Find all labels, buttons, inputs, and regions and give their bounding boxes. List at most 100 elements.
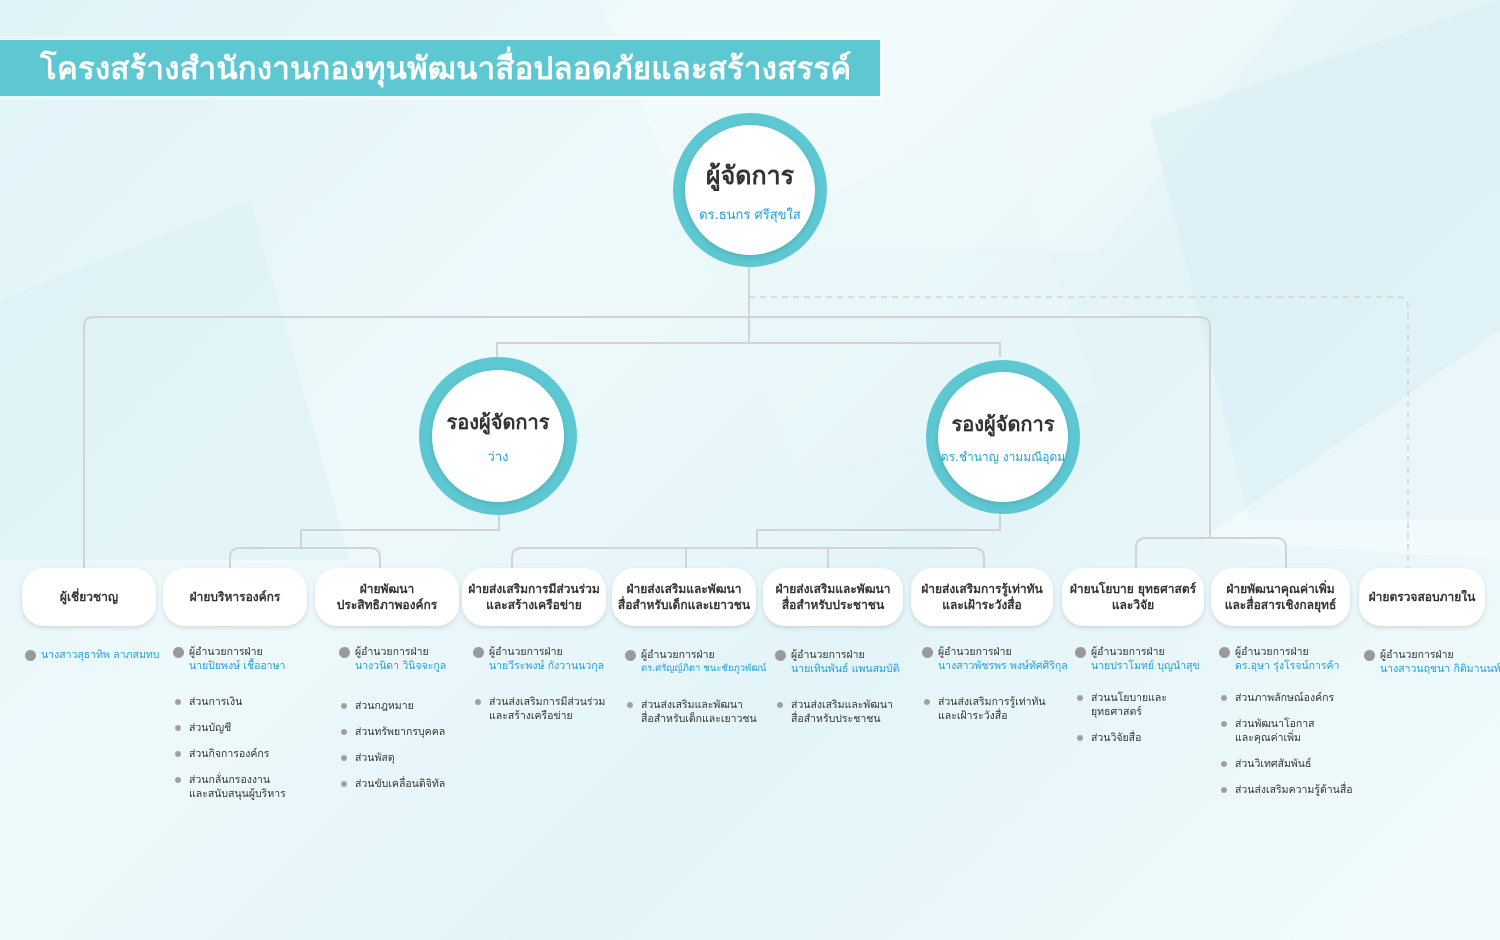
dept-box-public-media: ฝ่ายส่งเสริมและพัฒนา สื่อสำหรับประชาชน <box>763 568 903 626</box>
dept-details-participation: ผู้อำนวยการฝ่าย นายวีระพงษ์ กังวานนวกุล … <box>473 645 605 723</box>
bullet-icon <box>924 699 930 705</box>
dept-box-participation: ฝ่ายส่งเสริมการมีส่วนร่วม และสร้างเครือข… <box>462 568 606 626</box>
dept-details-admin: ผู้อำนวยการฝ่าย นายปิยพงษ์ เชื้ออาษา ส่ว… <box>173 645 286 801</box>
bullet-icon <box>339 647 350 658</box>
bullet-icon <box>1364 650 1375 661</box>
bullet-icon <box>1075 647 1086 658</box>
deputy-node: รองผู้จัดการ ดร.ชำนาญ งามมณีอุดม <box>926 360 1080 514</box>
dept-details-literacy: ผู้อำนวยการฝ่าย นางสาวพัชรพร พงษ์ทัศศิริ… <box>922 645 1068 723</box>
director-label: ผู้อำนวยการฝ่าย <box>641 649 715 661</box>
unit-item: ส่วนภาพลักษณ์องค์กร <box>1219 691 1353 705</box>
director-row: ผู้อำนวยการฝ่าย ดร.อุษา รุ่งโรจน์การค้า <box>1219 645 1353 673</box>
deputy-node: รองผู้จัดการ ว่าง <box>419 357 577 515</box>
director-label: ผู้อำนวยการฝ่าย <box>791 649 865 661</box>
unit-item: ส่วนทรัพยากรบุคคล <box>339 725 446 739</box>
unit-item: ส่วนนโยบายและ ยุทธศาสตร์ <box>1075 691 1200 719</box>
dept-details-value: ผู้อำนวยการฝ่าย ดร.อุษา รุ่งโรจน์การค้า … <box>1219 645 1353 797</box>
unit-item: ส่วนวิจัยสื่อ <box>1075 731 1200 745</box>
director-name: นางวนิดา วินิจจะกูล <box>355 660 447 672</box>
dept-details-audit: ผู้อำนวยการฝ่าย นางสาวนฤชนา กิติมานนท์ <box>1364 648 1500 676</box>
bullet-icon <box>777 702 783 708</box>
unit-item: ส่วนส่งเสริมและพัฒนา สื่อสำหรับเด็กและเย… <box>625 698 766 726</box>
bullet-icon <box>625 650 636 661</box>
dept-box-admin: ฝ่ายบริหารองค์กร <box>163 568 307 626</box>
page-title: โครงสร้างสำนักงานกองทุนพัฒนาสื่อปลอดภัยแ… <box>40 51 852 87</box>
director-row: ผู้อำนวยการฝ่าย ดร.ศรัญญ์ภิตา ชนะชัยภูวพ… <box>625 648 766 676</box>
dept-box-value: ฝ่ายพัฒนาคุณค่าเพิ่ม และสื่อสารเชิงกลยุท… <box>1211 568 1350 626</box>
bullet-icon <box>175 751 181 757</box>
bullet-icon <box>1221 695 1227 701</box>
dept-box-efficiency: ฝ่ายพัฒนา ประสิทธิภาพองค์กร <box>315 568 459 626</box>
director-row: ผู้อำนวยการฝ่าย นายปราโมทย์ บุญนำสุข <box>1075 645 1200 673</box>
unit-item: ส่วนส่งเสริมความรู้ด้านสื่อ <box>1219 783 1353 797</box>
dept-details-policy: ผู้อำนวยการฝ่าย นายปราโมทย์ บุญนำสุข ส่ว… <box>1075 645 1200 745</box>
bullet-icon <box>475 699 481 705</box>
unit-item: ส่วนส่งเสริมการรู้เท่าทัน และเฝ้าระวังสื… <box>922 695 1068 723</box>
director-row: นางสาวสุธาทิพ ลาภสมทบ <box>25 648 159 662</box>
bullet-icon <box>775 650 786 661</box>
title-bar: โครงสร้างสำนักงานกองทุนพัฒนาสื่อปลอดภัยแ… <box>0 40 880 96</box>
bullet-icon <box>922 647 933 658</box>
director-label: ผู้อำนวยการฝ่าย <box>938 646 1012 658</box>
unit-item: ส่วนกลั่นกรองงาน และสนับสนุนผู้บริหาร <box>173 773 286 801</box>
bullet-icon <box>175 699 181 705</box>
director-name: นางสาวนฤชนา กิติมานนท์ <box>1380 663 1500 675</box>
deputy-role: รองผู้จัดการ <box>446 409 550 434</box>
bullet-icon <box>341 703 347 709</box>
dept-box-youth-media: ฝ่ายส่งเสริมและพัฒนา สื่อสำหรับเด็กและเย… <box>612 568 756 626</box>
bullet-icon <box>175 725 181 731</box>
bullet-icon <box>473 647 484 658</box>
dept-box-expert: ผู้เชี่ยวชาญ <box>22 568 156 626</box>
bullet-icon <box>341 755 347 761</box>
manager-node: ผู้จัดการ ดร.ธนกร ศรีสุขใส <box>673 113 827 267</box>
bullet-icon <box>341 781 347 787</box>
unit-item: ส่วนส่งเสริมการมีส่วนร่วม และสร้างเครือข… <box>473 695 605 723</box>
director-name: นายปราโมทย์ บุญนำสุข <box>1091 660 1200 672</box>
dept-details-public-media: ผู้อำนวยการฝ่าย นายเทินพันธ์ แพนสมบัติ ส… <box>775 648 899 726</box>
dept-box-policy: ฝ่ายนโยบาย ยุทธศาสตร์ และวิจัย <box>1062 568 1204 626</box>
bullet-icon <box>627 702 633 708</box>
director-name: นายปิยพงษ์ เชื้ออาษา <box>189 660 286 672</box>
bullet-icon <box>1221 761 1227 767</box>
director-row: ผู้อำนวยการฝ่าย นางวนิดา วินิจจะกูล <box>339 645 446 673</box>
director-row: ผู้อำนวยการฝ่าย นายปิยพงษ์ เชื้ออาษา <box>173 645 286 673</box>
dept-box-audit: ฝ่ายตรวจสอบภายใน <box>1359 568 1485 626</box>
director-row: ผู้อำนวยการฝ่าย นายเทินพันธ์ แพนสมบัติ <box>775 648 899 676</box>
dept-details-youth-media: ผู้อำนวยการฝ่าย ดร.ศรัญญ์ภิตา ชนะชัยภูวพ… <box>625 648 766 726</box>
bullet-icon <box>1221 721 1227 727</box>
unit-item: ส่วนกฎหมาย <box>339 699 446 713</box>
bullet-icon <box>341 729 347 735</box>
bullet-icon <box>1077 735 1083 741</box>
bullet-icon <box>25 650 36 661</box>
director-label: ผู้อำนวยการฝ่าย <box>189 646 263 658</box>
manager-name: ดร.ธนกร ศรีสุขใส <box>699 207 801 223</box>
director-name: นางสาวพัชรพร พงษ์ทัศศิริกุล <box>938 660 1068 672</box>
unit-item: ส่วนส่งเสริมและพัฒนา สื่อสำหรับประชาชน <box>775 698 899 726</box>
director-label: ผู้อำนวยการฝ่าย <box>1380 649 1454 661</box>
unit-item: ส่วนพัฒนาโอกาส และคุณค่าเพิ่ม <box>1219 717 1353 745</box>
director-name: นายวีระพงษ์ กังวานนวกุล <box>489 660 605 672</box>
deputy-name: ว่าง <box>487 449 509 465</box>
dept-details-efficiency: ผู้อำนวยการฝ่าย นางวนิดา วินิจจะกูล ส่วน… <box>339 645 446 791</box>
director-row: ผู้อำนวยการฝ่าย นางสาวพัชรพร พงษ์ทัศศิริ… <box>922 645 1068 673</box>
director-row: ผู้อำนวยการฝ่าย นางสาวนฤชนา กิติมานนท์ <box>1364 648 1500 676</box>
director-name: ดร.ศรัญญ์ภิตา ชนะชัยภูวพัฒน์ <box>641 663 767 674</box>
unit-item: ส่วนการเงิน <box>173 695 286 709</box>
director-label: ผู้อำนวยการฝ่าย <box>1235 646 1309 658</box>
director-name: ดร.อุษา รุ่งโรจน์การค้า <box>1235 660 1340 672</box>
unit-item: ส่วนขับเคลื่อนดิจิทัล <box>339 777 446 791</box>
bullet-icon <box>1221 787 1227 793</box>
unit-item: ส่วนพัสดุ <box>339 751 446 765</box>
deputy-role: รองผู้จัดการ <box>951 411 1055 436</box>
bullet-icon <box>173 647 184 658</box>
director-label: ผู้อำนวยการฝ่าย <box>355 646 429 658</box>
director-label: ผู้อำนวยการฝ่าย <box>1091 646 1165 658</box>
director-label: ผู้อำนวยการฝ่าย <box>489 646 563 658</box>
unit-item: ส่วนบัญชี <box>173 721 286 735</box>
bullet-icon <box>175 777 181 783</box>
bullet-icon <box>1219 647 1230 658</box>
director-row: ผู้อำนวยการฝ่าย นายวีระพงษ์ กังวานนวกุล <box>473 645 605 673</box>
manager-role: ผู้จัดการ <box>705 160 795 190</box>
unit-item: ส่วนกิจการองค์กร <box>173 747 286 761</box>
